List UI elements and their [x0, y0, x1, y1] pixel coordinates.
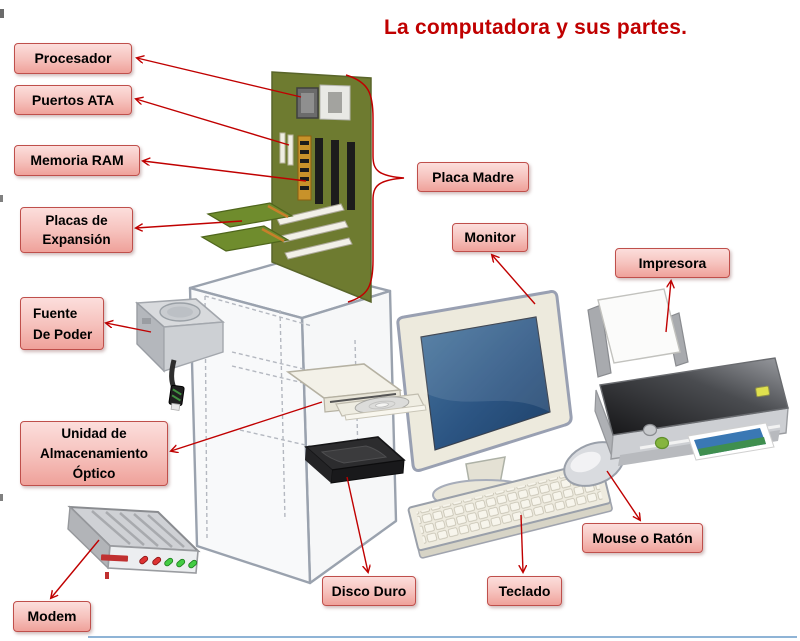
- printer-power-button: [642, 423, 658, 437]
- label-modem: Modem: [13, 601, 91, 632]
- modem-leds: [139, 555, 198, 569]
- motherboard: [271, 71, 372, 304]
- connector-arrows: [51, 58, 671, 598]
- arrow-impresora: [665, 281, 671, 333]
- ram-modules: [297, 135, 355, 210]
- page-title: La computadora y sus partes.: [384, 16, 688, 39]
- monitor-screen: [420, 316, 551, 451]
- edge-artifacts: [0, 9, 4, 501]
- arrow-mouse-raton: [606, 470, 640, 520]
- modem: [67, 505, 201, 579]
- printer-paper: [597, 288, 681, 364]
- label-mouse-raton: Mouse o Ratón: [582, 523, 703, 553]
- arrow-modem: [51, 539, 100, 598]
- printer-ok-button: [654, 436, 670, 450]
- label-teclado: Teclado: [487, 576, 562, 606]
- power-cable-connector: [168, 384, 185, 411]
- label-procesador: Procesador: [14, 43, 132, 74]
- ata-ports: [279, 132, 294, 166]
- label-fuente-poder: Fuente De Poder: [20, 297, 104, 350]
- arrow-disco-duro: [346, 476, 368, 572]
- label-unidad-optico: Unidad de Almacenamiento Óptico: [20, 421, 168, 486]
- modem-brand-label: [100, 554, 129, 562]
- arrow-placas-expansion: [136, 220, 243, 228]
- arrow-puertos-ata: [136, 99, 290, 146]
- arrow-fuente-poder: [106, 323, 152, 333]
- label-disco-duro: Disco Duro: [322, 576, 416, 606]
- label-impresora: Impresora: [615, 248, 730, 278]
- label-puertos-ata: Puertos ATA: [14, 85, 132, 115]
- arrow-memoria-ram: [143, 161, 307, 182]
- label-memoria-ram: Memoria RAM: [14, 145, 140, 176]
- tower-case: [188, 261, 398, 585]
- hard-disk: [304, 436, 406, 484]
- arrow-unidad-optico: [171, 401, 323, 451]
- placa-madre-brace: [345, 74, 405, 303]
- arrow-monitor: [492, 255, 536, 305]
- label-placa-madre: Placa Madre: [417, 162, 529, 192]
- label-placas-expansion: Placas de Expansión: [20, 207, 133, 253]
- label-monitor: Monitor: [452, 223, 528, 252]
- arrow-procesador: [137, 58, 302, 98]
- arrow-teclado: [521, 514, 523, 572]
- cd-disc: [354, 396, 410, 414]
- cpu: [296, 84, 351, 121]
- printer: [587, 288, 789, 466]
- power-supply: [135, 298, 225, 411]
- monitor: [396, 290, 573, 511]
- optical-drive: [285, 363, 427, 421]
- expansion-slots: [276, 203, 353, 260]
